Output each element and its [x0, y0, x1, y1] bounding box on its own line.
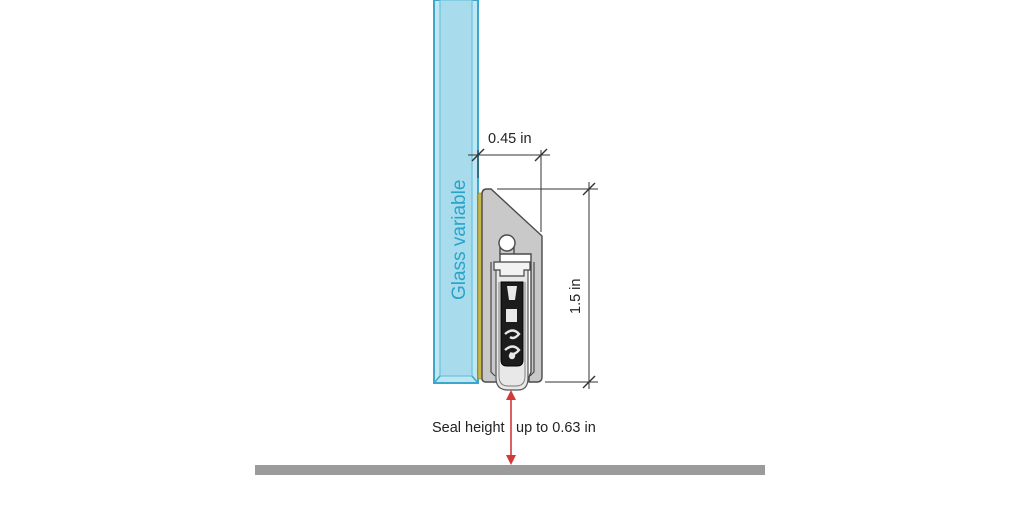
seal-mechanism — [493, 261, 531, 391]
width-label: 0.45 in — [488, 131, 532, 147]
width-dimension — [468, 148, 550, 232]
glass-label: Glass variable — [449, 180, 470, 300]
floor-line — [255, 465, 765, 475]
seal-range-label: up to 0.63 in — [516, 420, 596, 436]
seal-height-arrow — [506, 390, 516, 465]
height-dimension — [497, 182, 598, 389]
seal-height-label: Seal height — [432, 420, 505, 436]
glass-pane — [433, 0, 479, 384]
height-label: 1.5 in — [568, 279, 584, 314]
